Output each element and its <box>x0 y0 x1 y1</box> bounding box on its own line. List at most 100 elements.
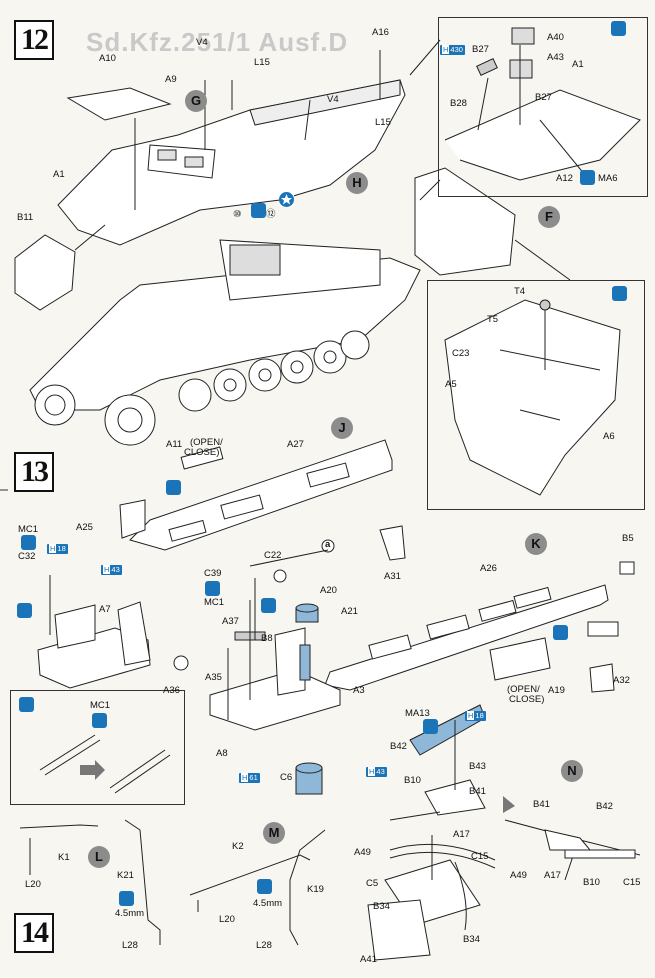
part-label: A7 <box>99 604 111 615</box>
part-label: C32 <box>18 551 36 562</box>
part-label: A40 <box>547 32 564 43</box>
part-label: B27 <box>472 44 489 55</box>
part-label: C15 <box>471 851 489 862</box>
part-label: C23 <box>452 348 470 359</box>
upper-hull-drawing <box>57 79 406 246</box>
callout-j: J <box>331 417 353 439</box>
paint-drop-icon <box>17 603 32 618</box>
callout-h: H <box>346 172 368 194</box>
part-label: A37 <box>222 616 239 627</box>
part-label: ⑩ <box>233 209 242 220</box>
star-icon <box>279 192 294 207</box>
cement-icon-c39 <box>205 581 220 596</box>
part-label: A12 <box>556 173 573 184</box>
part-label: A43 <box>547 52 564 63</box>
part-label: K21 <box>117 870 134 881</box>
part-label: K2 <box>232 841 244 852</box>
rod-m-drawing <box>189 829 326 946</box>
part-label: A5 <box>445 379 457 390</box>
step-number-14: 14 <box>14 913 54 953</box>
callout-m: M <box>263 822 285 844</box>
part-label: K1 <box>58 852 70 863</box>
part-label: V4 <box>327 94 339 105</box>
paint-drop-icon-3 <box>19 697 34 712</box>
open-close-note: (OPEN/ <box>507 684 540 695</box>
part-label: A20 <box>320 585 337 596</box>
open-close-note: (OPEN/ <box>190 437 223 448</box>
drill-icon-1 <box>119 891 134 906</box>
part-label: MA6 <box>598 173 618 184</box>
part-label: A26 <box>480 563 497 574</box>
part-label: B8 <box>261 633 273 644</box>
dimension-label: 4.5mm <box>115 908 145 919</box>
part-label: A36 <box>163 685 180 696</box>
part-label: A1 <box>53 169 65 180</box>
part-label: C6 <box>280 772 293 783</box>
cement-icon-ma6 <box>580 170 595 185</box>
inset-c-drawing <box>39 734 171 794</box>
part-label: A35 <box>205 672 222 683</box>
callout-n: N <box>561 760 583 782</box>
part-label: MC1 <box>204 597 225 608</box>
part-label: A49 <box>354 847 371 858</box>
part-label: A3 <box>353 685 365 696</box>
part-label: A32 <box>613 675 630 686</box>
part-label: B28 <box>450 98 467 109</box>
seat-box-left-drawing <box>37 575 151 689</box>
callout-k: K <box>525 533 547 555</box>
step-number-13: 13 <box>14 452 54 492</box>
plate-f <box>414 167 516 276</box>
dimension-label: 4.5mm <box>253 898 283 909</box>
open-close-note: CLOSE) <box>509 694 545 705</box>
lower-hull-drawing <box>29 239 421 411</box>
seat-box-center-drawing <box>209 600 341 731</box>
part-label: T5 <box>487 314 499 325</box>
part-label: B10 <box>404 775 421 786</box>
part-label: T4 <box>514 286 526 297</box>
part-label: V4 <box>196 37 208 48</box>
step-number-12: 12 <box>14 20 54 60</box>
part-label: A9 <box>165 74 177 85</box>
rack-drawing <box>367 811 496 961</box>
part-label: B11 <box>17 212 34 223</box>
part-label: A1 <box>572 59 584 70</box>
cement-icon <box>251 203 266 218</box>
cement-icon-a11 <box>166 480 181 495</box>
part-label: L28 <box>256 940 272 951</box>
side-armor-right-drawing <box>324 584 609 691</box>
part-label: K19 <box>307 884 324 895</box>
cement-icon-inset2 <box>612 286 627 301</box>
part-label: C39 <box>204 568 222 579</box>
callout-l: L <box>88 846 110 868</box>
part-label: B41 <box>469 786 486 797</box>
side-armor-left-drawing <box>129 439 393 551</box>
callout-f: F <box>538 206 560 228</box>
part-label: L15 <box>375 117 391 128</box>
part-label: L20 <box>25 879 41 890</box>
part-label: A49 <box>510 870 527 881</box>
paint-drop-icon-2 <box>261 598 276 613</box>
inset-panel-bottom <box>427 280 645 510</box>
drill-icon-2 <box>257 879 272 894</box>
part-label: A21 <box>341 606 358 617</box>
inset-panel-step13 <box>10 690 185 805</box>
part-label: B27 <box>535 92 552 103</box>
part-label: MC1 <box>18 524 39 535</box>
paint-drop-icon-4 <box>423 719 438 734</box>
wheels-drawing <box>34 330 370 446</box>
part-label: L28 <box>122 940 138 951</box>
part-label: ⑫ <box>266 209 276 220</box>
mg-rack-drawing <box>504 819 641 881</box>
part-label: A25 <box>76 522 93 533</box>
part-label: A19 <box>548 685 565 696</box>
inset-top-drawing <box>444 27 641 181</box>
callout-a: a <box>325 539 331 550</box>
part-label: A16 <box>372 27 389 38</box>
cement-icon-a19 <box>553 625 568 640</box>
part-label: B5 <box>622 533 634 544</box>
